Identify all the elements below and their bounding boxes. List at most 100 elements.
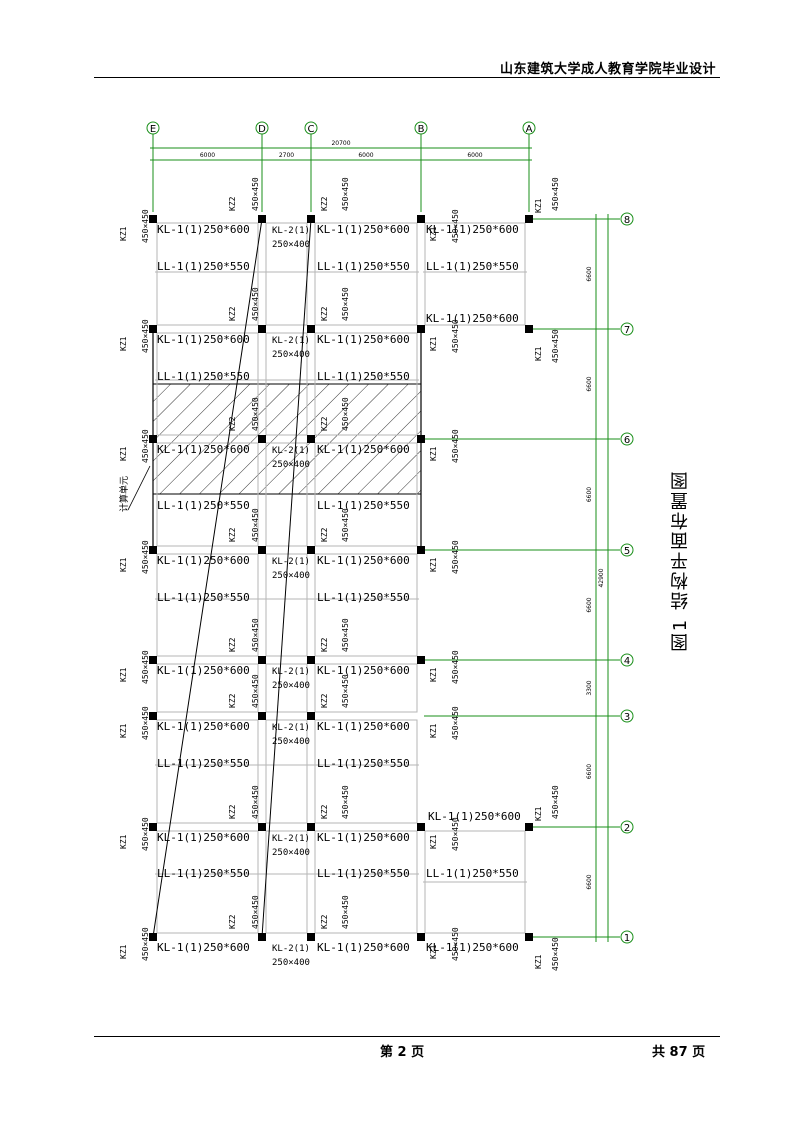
calc-unit-hatch [152,383,422,495]
column-axis-bubble [255,121,269,135]
row-dimension: 6600 [586,874,593,889]
column-kz [307,712,315,720]
column-kz [149,435,157,443]
beam-label-kl1: KL-1(1)250*600 [426,312,519,325]
column-label-kz1: KZ1 [119,944,128,959]
row-axis-bubble [620,653,634,667]
beam-label-kl2: KL-2(1) [272,226,310,236]
beam-label-kl1: KL-1(1)250*600 [426,941,519,954]
beam-label-ll1: LL-1(1)250*550 [157,370,250,383]
column-label-kz2: KZ2 [228,637,237,652]
beam-label-kl2: KL-2(1) [272,667,310,677]
column-axis-label: D [258,124,266,135]
column-kz [258,712,266,720]
beam-label-kl1: KL-1(1)250*600 [157,941,250,954]
column-kz [417,933,425,941]
beam-label-kl2-size: 250×400 [272,737,310,747]
row-axis-label: 7 [624,325,630,336]
floor-panel [265,663,308,713]
column-kz [258,823,266,831]
column-kz [307,546,315,554]
beam-label-kl2: KL-2(1) [272,834,310,844]
stair-diagonal [152,218,263,938]
beam-label-kl1: KL-1(1)250*600 [157,664,250,677]
column-kz [417,435,425,443]
column-label-size: 450×450 [451,209,460,243]
column-label-size: 450×450 [341,287,350,321]
floor-panel [424,222,526,326]
beam-label-kl1: KL-1(1)250*600 [317,664,410,677]
column-label-size: 450×450 [251,508,260,542]
column-label-size: 450×450 [551,177,560,211]
column-label-kz2: KZ2 [320,914,329,929]
beam-label-kl2-size: 250×400 [272,958,310,968]
column-kz [307,435,315,443]
column-axis-bubble [522,121,536,135]
header-rule [94,77,720,78]
beam-label-ll1: LL-1(1)250*550 [426,867,519,880]
beam-label-kl1: KL-1(1)250*600 [157,720,250,733]
column-label-size: 450×450 [251,177,260,211]
column-label-kz1: KZ1 [534,806,543,821]
column-label-size: 450×450 [251,895,260,929]
beam-label-kl2: KL-2(1) [272,446,310,456]
column-label-kz1: KZ1 [429,226,438,241]
beam-label-ll1: LL-1(1)250*550 [317,757,410,770]
column-label-size: 450×450 [341,895,350,929]
footer-rule [94,1036,720,1037]
row-axis-label: 2 [624,823,630,834]
column-label-size: 450×450 [341,508,350,542]
column-axis-label: B [418,124,425,135]
figure-caption: 图1 结构平面布置图 [670,470,691,652]
column-kz [258,435,266,443]
column-label-size: 450×450 [141,209,150,243]
column-kz [307,656,315,664]
column-kz [525,215,533,223]
floor-panel [314,222,418,326]
column-label-kz2: KZ2 [320,416,329,431]
beam-label-kl2-size: 250×400 [272,848,310,858]
column-label-size: 450×450 [141,927,150,961]
column-label-kz1: KZ1 [534,346,543,361]
column-kz [417,215,425,223]
column-label-kz2: KZ2 [320,804,329,819]
column-label-kz2: KZ2 [320,196,329,211]
floor-panel [265,719,308,824]
column-label-size: 450×450 [341,785,350,819]
column-label-kz2: KZ2 [228,416,237,431]
floor-panel [265,222,308,326]
floor-panel [314,719,418,824]
column-label-size: 450×450 [251,674,260,708]
column-kz [307,823,315,831]
column-label-size: 450×450 [341,674,350,708]
column-label-kz1: KZ1 [119,834,128,849]
row-dimension: 6600 [586,597,593,612]
column-kz [149,823,157,831]
column-label-size: 450×450 [251,287,260,321]
row-axis-label: 3 [624,712,630,723]
row-axis-bubble [620,322,634,336]
column-label-kz1: KZ1 [119,336,128,351]
beam-label-ll1: LL-1(1)250*550 [317,370,410,383]
floor-panel [156,442,259,547]
column-label-kz1: KZ1 [119,667,128,682]
column-axis-label: C [308,124,315,135]
column-kz [149,933,157,941]
bay-dimension: 6000 [358,152,373,159]
column-axis-bubble [304,121,318,135]
beam-label-kl1: KL-1(1)250*600 [317,720,410,733]
floor-panel [265,553,308,657]
floor-panel [314,663,418,713]
column-label-kz2: KZ2 [320,527,329,542]
column-label-size: 450×450 [551,329,560,363]
column-kz [258,325,266,333]
row-axis-bubble [620,820,634,834]
beam-label-ll1: LL-1(1)250*550 [157,867,250,880]
column-label-size: 450×450 [141,817,150,851]
floor-panel [265,830,308,934]
floor-panel [156,553,259,657]
row-axis-label: 4 [624,656,630,667]
column-label-kz1: KZ1 [534,954,543,969]
column-kz [149,546,157,554]
floor-panel [314,442,418,547]
